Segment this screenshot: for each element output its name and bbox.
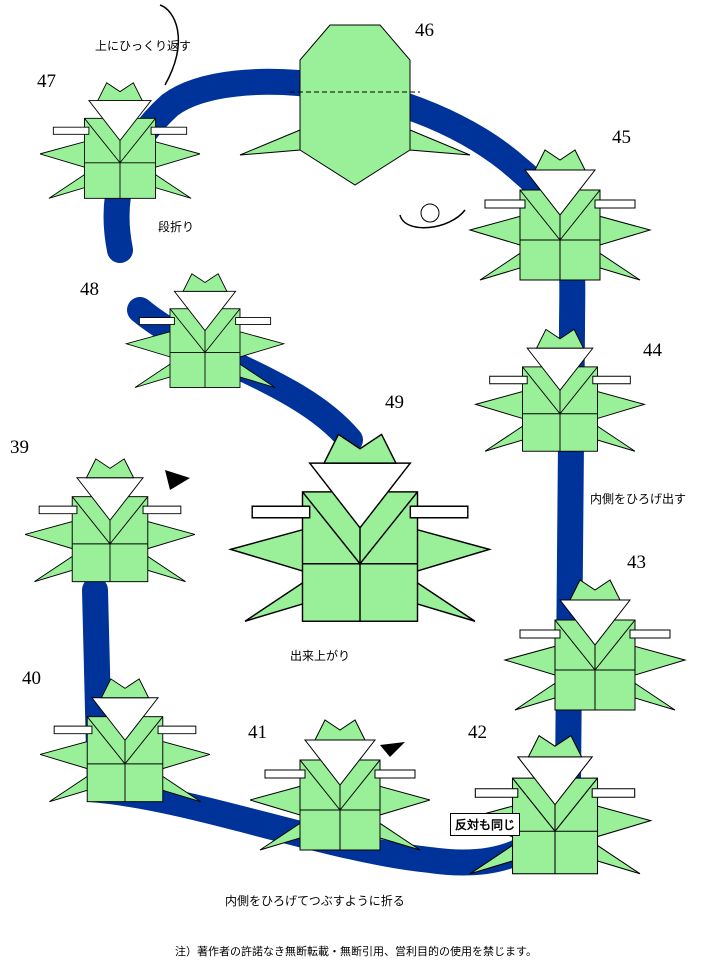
step-number: 47 — [37, 71, 56, 92]
copyright-notice: 注）著作者の許諾なき無断転載・無断引用、営利目的の使用を禁じます。 — [175, 945, 537, 958]
frog-step-45 — [469, 149, 651, 281]
instruction-step-fold: 段折り — [158, 220, 195, 234]
step-number: 46 — [415, 20, 434, 41]
frog-step-40 — [40, 678, 210, 803]
frog-step-43 — [504, 579, 686, 711]
instruction-same-other-side: 反対も同じ — [450, 813, 521, 836]
fold-arrow-icon — [159, 4, 180, 86]
step-number: 43 — [627, 552, 646, 573]
arrow-icon — [165, 470, 190, 490]
flip-arrow-icon — [399, 209, 466, 229]
instruction-finished: 出来上がり — [290, 649, 351, 663]
step-number: 40 — [22, 668, 41, 689]
step-number: 39 — [10, 437, 29, 458]
step-number: 42 — [468, 722, 487, 743]
instruction-squash-fold: 内側をひろげてつぶすように折る — [225, 894, 405, 908]
frog-step-44 — [475, 328, 645, 452]
step-number: 41 — [248, 722, 267, 743]
instruction-pull-out: 内側をひろげ出す — [590, 492, 687, 506]
step-number: 48 — [80, 279, 99, 300]
step-number: 44 — [643, 340, 662, 361]
frog-step-49 — [229, 433, 491, 623]
frog-step-46 — [299, 24, 411, 186]
step-number: 49 — [385, 392, 404, 413]
step-number: 45 — [612, 127, 631, 148]
arrow-icon — [380, 742, 405, 757]
instruction-flip: 上にひっくり返す — [95, 39, 192, 53]
